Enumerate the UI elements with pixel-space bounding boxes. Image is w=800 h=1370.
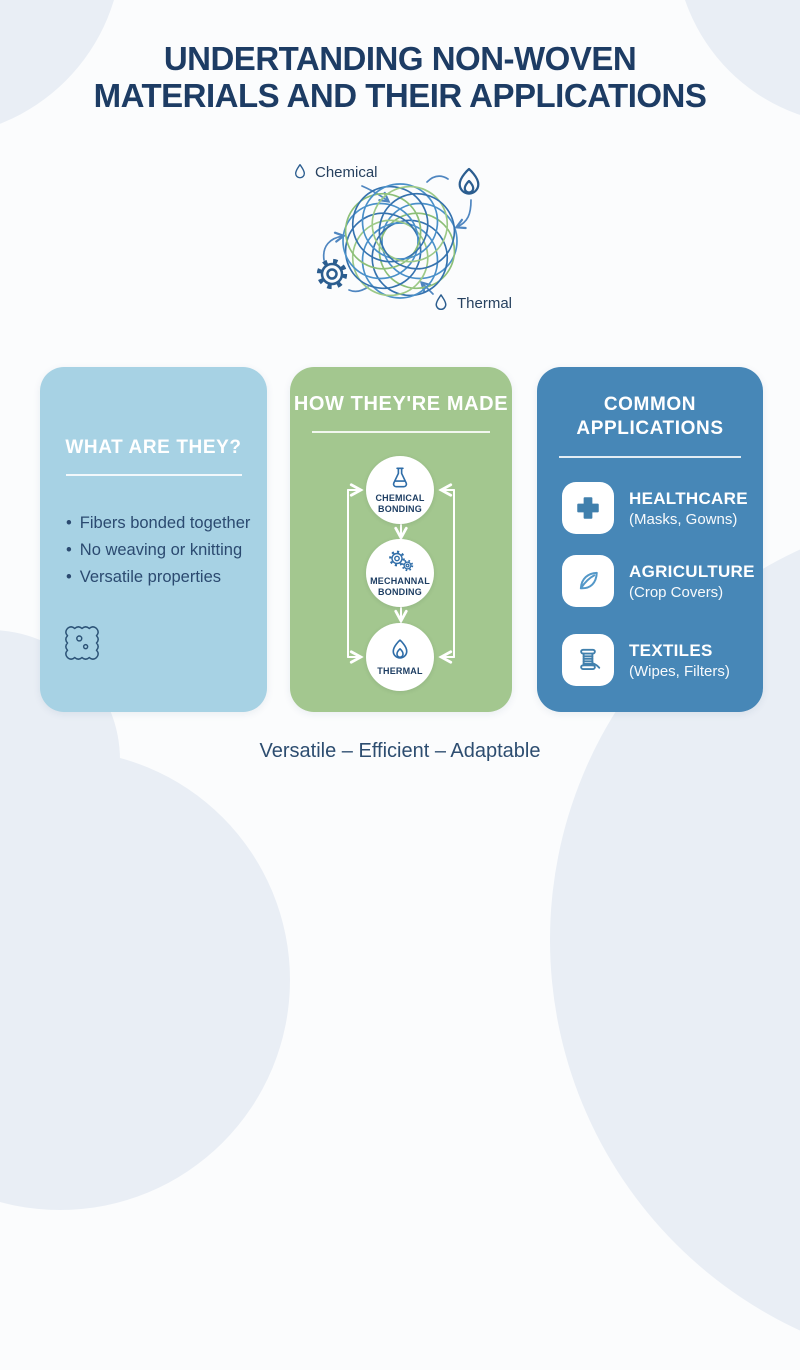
card-common-applications: COMMON APPLICATIONS HEALTHCARE (Masks, G… — [537, 367, 763, 712]
app-item-agriculture: AGRICULTURE (Crop Covers) — [562, 555, 763, 607]
flask-icon — [392, 467, 408, 488]
icon-tile — [562, 634, 614, 686]
app-name: HEALTHCARE — [629, 488, 748, 508]
card-title-line2: APPLICATIONS — [576, 418, 724, 439]
card-what-are-they: WHAT ARE THEY? Fibers bonded together No… — [40, 367, 267, 712]
list-item: Fibers bonded together — [66, 510, 257, 537]
leaf-icon — [579, 571, 598, 590]
page-title-line1: UNDERTANDING NON-WOVEN — [163, 40, 637, 77]
app-name: AGRICULTURE — [629, 561, 755, 581]
background-blob — [0, 750, 290, 1210]
divider — [559, 456, 741, 458]
app-text: HEALTHCARE (Masks, Gowns) — [629, 489, 748, 528]
gear-icon — [316, 258, 348, 290]
flame-icon — [392, 638, 408, 659]
page-title-line2: MATERIALS AND THEIR APPLICATIONS — [93, 77, 707, 115]
app-detail: (Masks, Gowns) — [629, 510, 738, 528]
card-title-line1: COMMON — [603, 394, 697, 415]
divider — [65, 474, 242, 476]
app-detail: (Wipes, Filters) — [629, 662, 730, 680]
app-name: TEXTILES — [629, 640, 713, 660]
step-label: THERMAL — [377, 665, 423, 676]
divider — [312, 431, 490, 433]
icon-tile — [562, 482, 614, 534]
bullet-list: Fibers bonded together No weaving or kni… — [40, 510, 267, 591]
footer-tagline: Versatile – Efficient – Adaptable — [259, 740, 541, 762]
medical-cross-icon — [577, 497, 599, 519]
step-label: BONDING — [378, 587, 422, 597]
fiber-swirl-graphic — [342, 183, 458, 299]
list-item: No weaving or knitting — [66, 537, 257, 564]
flow-loop-arrows — [347, 367, 455, 712]
card-title: COMMON APPLICATIONS — [537, 367, 763, 441]
page-title: UNDERTANDING NON-WOVEN MATERIALS AND THE… — [0, 40, 800, 115]
step-label: MECHANNAL — [370, 576, 430, 586]
app-text: TEXTILES (Wipes, Filters) — [629, 641, 730, 680]
card-title: HOW THEY'RE MADE — [293, 393, 509, 415]
step-thermal: THERMAL — [366, 623, 434, 691]
fabric-swatch-icon — [65, 626, 99, 660]
chemical-label: Chemical — [315, 163, 378, 181]
droplet-icon — [295, 164, 305, 179]
app-text: AGRICULTURE (Crop Covers) — [629, 562, 755, 601]
step-label: BONDING — [378, 504, 422, 514]
flame-icon — [458, 167, 480, 195]
thermal-label-group: Thermal — [430, 292, 512, 314]
icon-tile — [562, 555, 614, 607]
step-label: CHEMICAL — [375, 493, 425, 503]
app-item-textiles: TEXTILES (Wipes, Filters) — [562, 634, 763, 686]
step-chemical-bonding: CHEMICAL BONDING — [366, 456, 434, 524]
droplet-icon — [435, 294, 447, 310]
gears-icon — [389, 550, 414, 572]
card-title: WHAT ARE THEY? — [65, 437, 242, 458]
process-diagram: Chemical Thermal — [270, 148, 530, 332]
app-detail: (Crop Covers) — [629, 583, 724, 601]
list-item: Versatile properties — [66, 564, 257, 591]
chemical-label-group: Chemical — [290, 162, 378, 182]
card-how-theyre-made: HOW THEY'RE MADE CHEMICAL BO — [290, 367, 512, 712]
step-mechanical-bonding: MECHANNAL BONDING — [366, 539, 434, 607]
app-item-healthcare: HEALTHCARE (Masks, Gowns) — [562, 482, 763, 534]
spool-icon — [580, 648, 601, 670]
thermal-label: Thermal — [457, 294, 513, 312]
